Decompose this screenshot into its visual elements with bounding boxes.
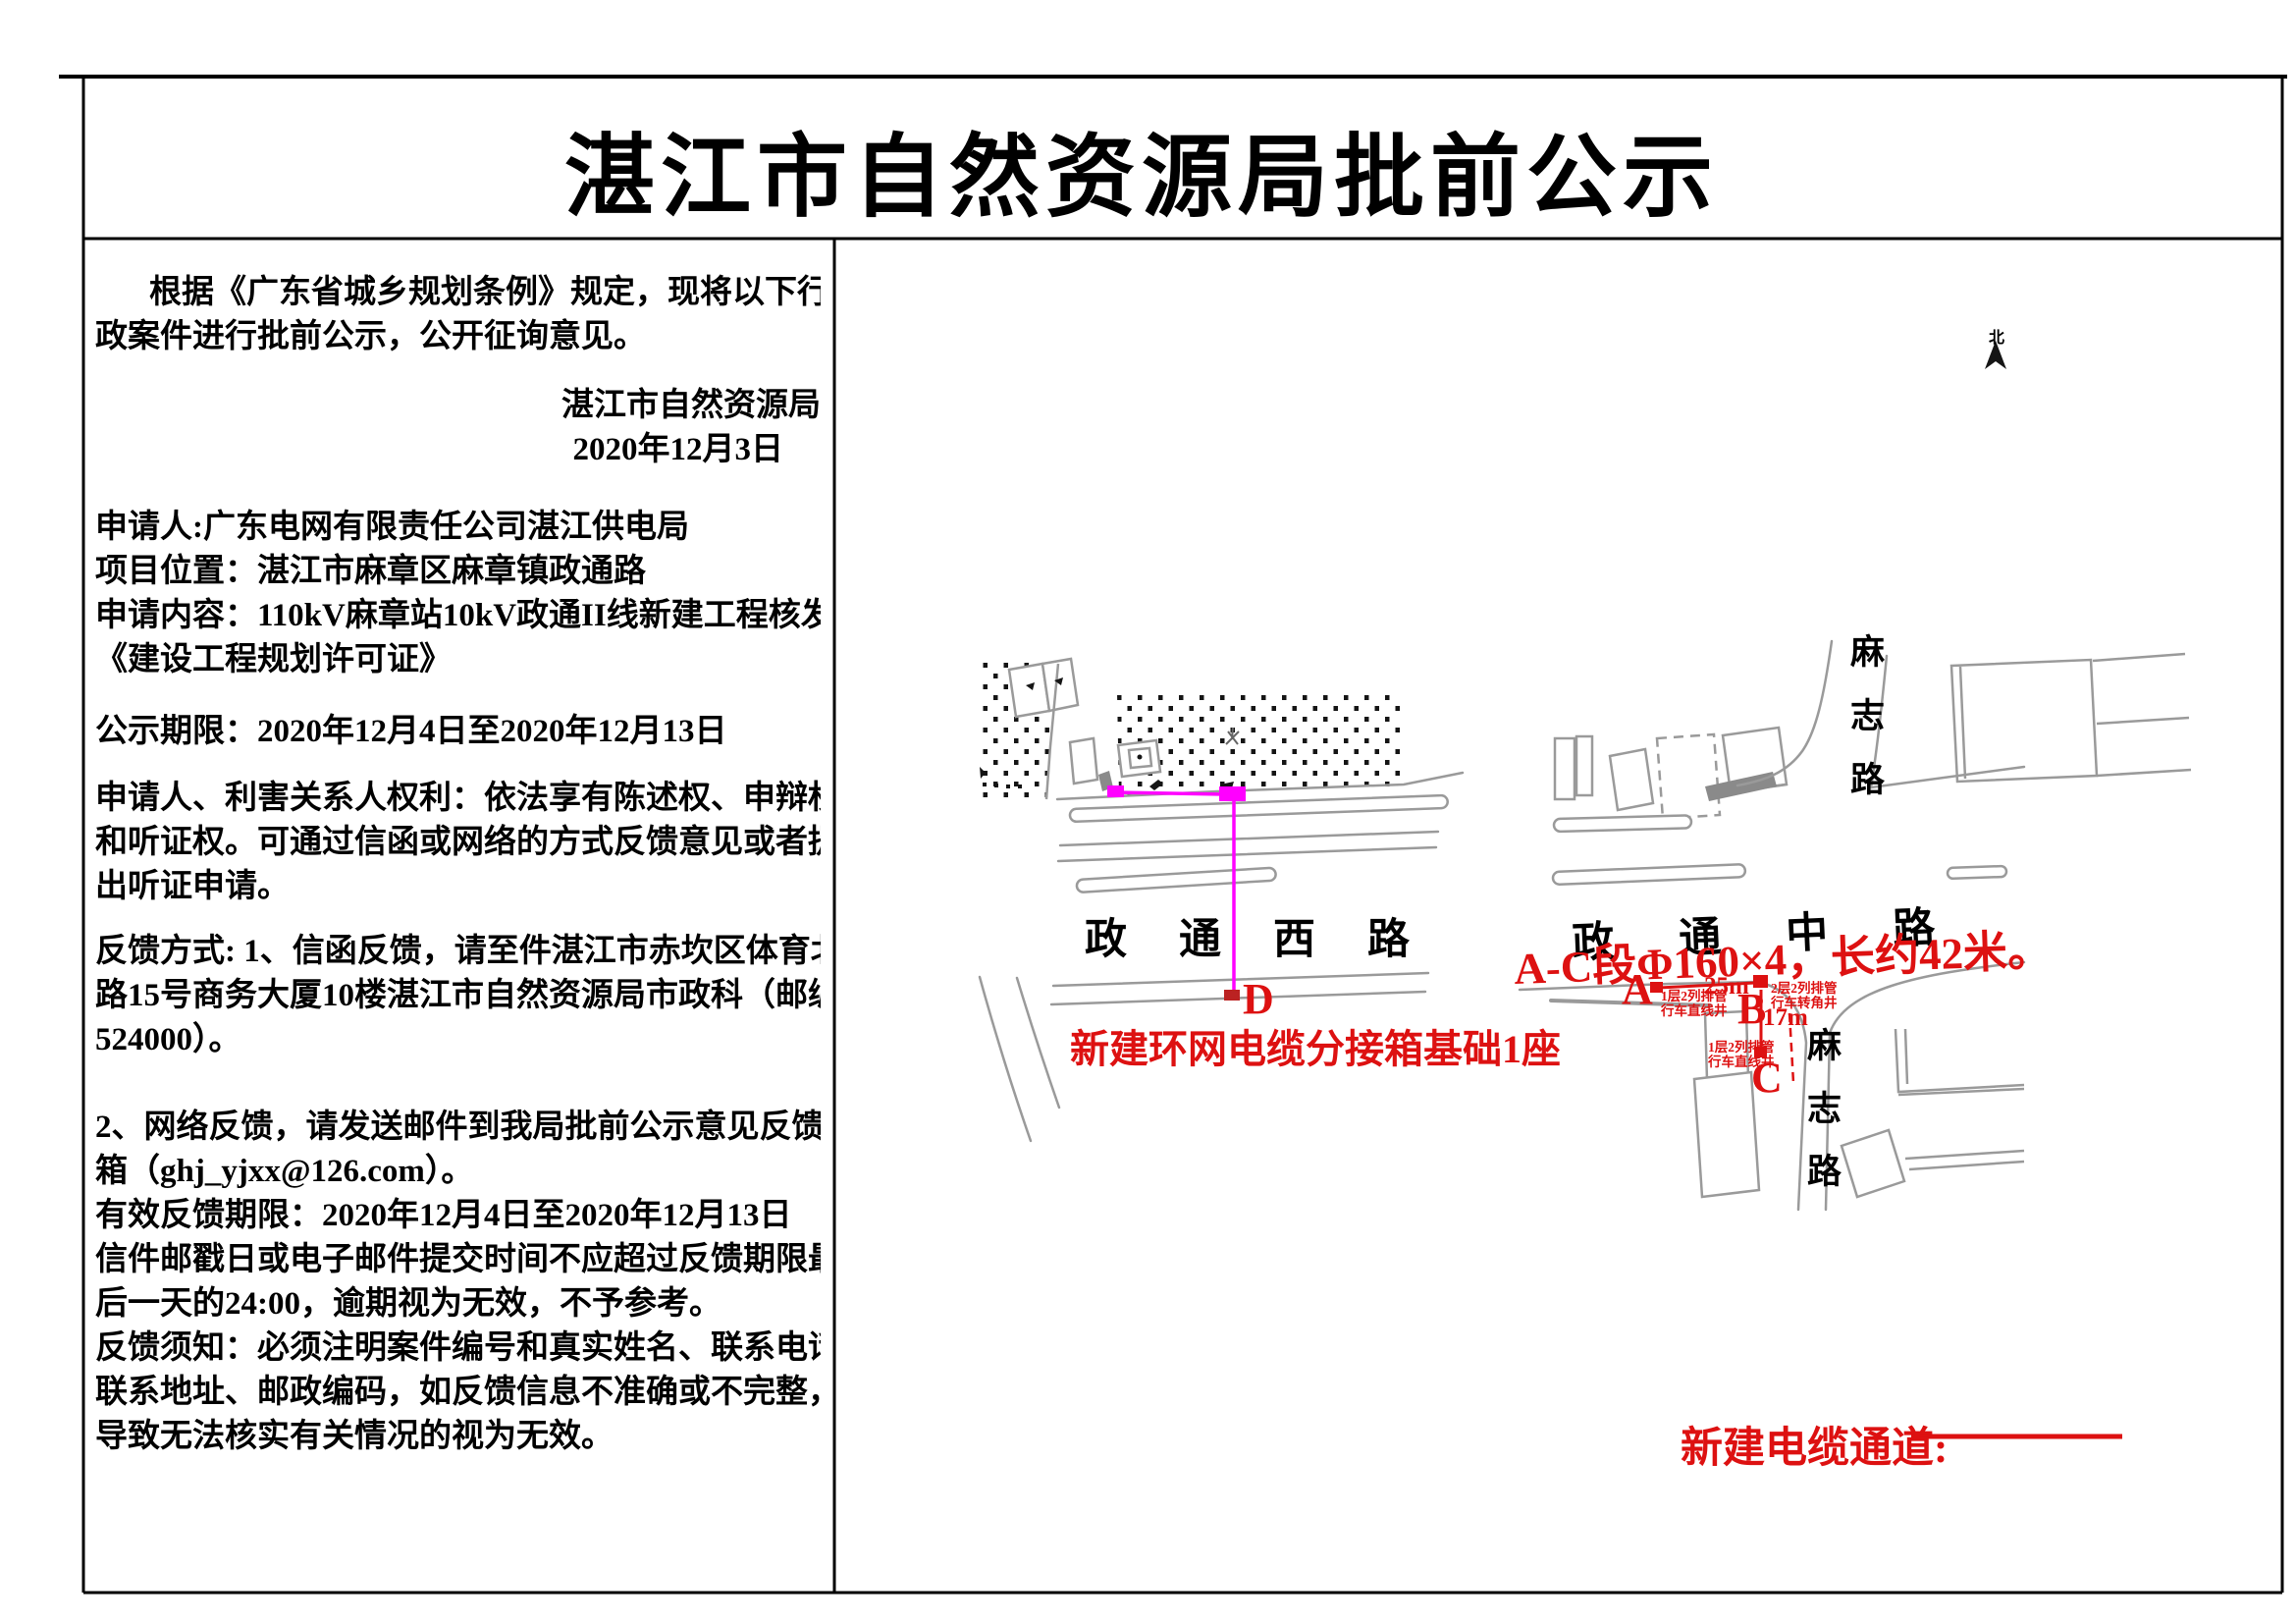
- road-label-mazhi-bottom: 麻志路: [1802, 1027, 1841, 1216]
- manhole-note-c: 1层2列排管 行车直线井: [1708, 1040, 1775, 1069]
- point-a-box: [1650, 982, 1663, 993]
- date-line: 2020年12月3日: [572, 432, 784, 467]
- issuer-line: 湛江市自然资源局: [561, 388, 821, 423]
- rights-line-2: 和听证权。可通过信函或网络的方式反馈意见或者提: [95, 825, 821, 860]
- text-line: 政案件进行批前公示，公开征询意见。: [95, 319, 646, 354]
- point-b-label: B: [1737, 985, 1767, 1033]
- point-c-label: C: [1751, 1054, 1783, 1102]
- manhole-note-a-line1: 1层2列排管: [1661, 989, 1728, 1003]
- manhole-note-b-line1: 2层2列排管: [1771, 981, 1838, 996]
- distance-ab-label: 25m: [1704, 973, 1749, 1000]
- left-text-panel: 根据《广东省城乡规划条例》规定，现将以下行 政案件进行批前公示，公开征询意见。 …: [86, 241, 821, 1593]
- network-feedback-line: 2、网络反馈，请发送邮件到我局批前公示意见反馈信: [95, 1110, 821, 1145]
- feedback-line-3: 524000）。: [95, 1022, 241, 1057]
- point-a-label: A: [1622, 965, 1653, 1013]
- text-line: 根据《广东省城乡规划条例》规定，现将以下行: [149, 275, 821, 310]
- north-arrow-icon: [1985, 341, 2006, 369]
- content-line: 申请内容：110kV麻章站10kV政通II线新建工程核发: [95, 598, 821, 633]
- rights-line-3: 出听证申请。: [95, 869, 290, 904]
- manhole-note-c-line1: 1层2列排管: [1708, 1040, 1775, 1055]
- manhole-note-b: 2层2列排管 行车转角井: [1771, 981, 1838, 1010]
- page-borders: [59, 75, 2287, 1595]
- notice-period-line: 公示期限：2020年12月4日至2020年12月13日: [95, 714, 727, 749]
- applicant-line: 申请人:广东电网有限责任公司湛江供电局: [95, 510, 689, 545]
- road-label-zhengtong-west: 政通西路: [1085, 917, 1462, 963]
- email-line: 箱（ghj_yjxx@126.com）。: [95, 1154, 474, 1189]
- manhole-note-a: 1层2列排管 行车直线井: [1661, 989, 1728, 1018]
- new-cable-route-magenta: [1107, 785, 1246, 1001]
- cable-route-red: [1650, 975, 1795, 1084]
- valid-period-line: 有效反馈期限：2020年12月4日至2020年12月13日: [95, 1198, 792, 1233]
- point-d-box: [1224, 990, 1240, 1001]
- point-b-box: [1753, 975, 1768, 988]
- manhole-note-a-line2: 行车直线井: [1661, 1002, 1728, 1018]
- vegetation-area-main: [1117, 692, 1406, 796]
- deadline-line-2: 后一天的24:00，逾期视为无效，不予参考。: [95, 1286, 721, 1322]
- notes-line-3: 导致无法核实有关情况的视为无效。: [95, 1419, 614, 1454]
- roads: [978, 639, 2026, 1212]
- notes-line-2: 联系地址、邮政编码，如反馈信息不准确或不完整，: [95, 1375, 821, 1410]
- road-label-mazhi-top: 麻志路: [1845, 633, 1884, 825]
- deadline-line: 信件邮戳日或电子邮件提交时间不应超过反馈期限最: [95, 1242, 821, 1277]
- junction-box-note: 新建环网电缆分接箱基础1座: [1070, 1027, 1561, 1071]
- feedback-line: 反馈方式: 1、信函反馈，请至件湛江市赤坎区体育北: [95, 934, 821, 969]
- manhole-note-c-line2: 行车直线井: [1708, 1054, 1775, 1069]
- point-c-box: [1754, 1047, 1767, 1057]
- page-title: 湛江市自然资源局批前公示: [563, 128, 1719, 228]
- distance-bc-label: 17m: [1763, 1004, 1808, 1031]
- feedback-line-2: 路15号商务大厦10楼湛江市自然资源局市政科（邮编: [95, 978, 821, 1013]
- content-line-2: 《建设工程规划许可证》: [95, 642, 452, 677]
- point-d-label: D: [1243, 975, 1274, 1023]
- tree-symbol: [1225, 727, 1240, 745]
- notes-line: 反馈须知：必须注明案件编号和真实姓名、联系电话、: [95, 1330, 821, 1366]
- manhole-note-b-line2: 行车转角井: [1771, 995, 1838, 1010]
- north-label: 北: [1989, 330, 2005, 347]
- location-line: 项目位置：湛江市麻章区麻章镇政通路: [95, 554, 646, 589]
- legend-label: 新建电缆通道:: [1681, 1426, 1949, 1472]
- rights-line: 申请人、利害关系人权利：依法享有陈述权、申辩权: [95, 781, 821, 816]
